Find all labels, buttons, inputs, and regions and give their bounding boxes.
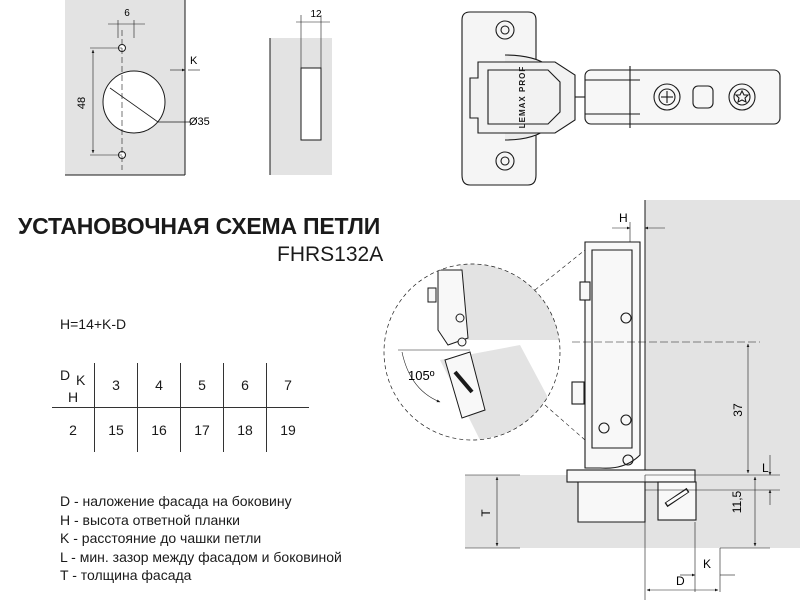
side-installation-view: [465, 200, 800, 600]
dim-drill-height: 48: [76, 97, 88, 109]
table-cell: 3: [94, 363, 138, 408]
cabinet-wall: [645, 200, 800, 475]
model-code: FHRS132A: [277, 243, 384, 266]
legend-item-l: L - мин. зазор между фасадом и боковиной: [60, 548, 342, 565]
dim-plate-depth: 12: [310, 9, 322, 20]
hinge-top-view: [461, 11, 781, 186]
table-cell: 5: [180, 363, 224, 408]
spec-table: D K H 3 4 5 6 7 2 15 16 17 18 19: [52, 363, 309, 452]
drilling-view: 6 48 Ø35 K: [65, 0, 210, 176]
plate-side-view: 12: [269, 9, 332, 175]
table-cell: 19: [280, 422, 296, 438]
formula: H=14+K-D: [60, 316, 127, 332]
table-cell: 15: [94, 407, 138, 452]
corner-k: K: [76, 372, 86, 388]
dim-k-bottom: K: [703, 557, 711, 571]
dim-h: H: [619, 211, 628, 225]
table-cell: 7: [266, 363, 309, 408]
legend-item-d: D - наложение фасада на боковину: [60, 493, 292, 509]
dim-height-37: 37: [731, 403, 745, 417]
corner-h: H: [68, 389, 79, 405]
table-cell: 16: [137, 407, 181, 452]
dim-angle: 105º: [408, 368, 435, 383]
cup-hole: [102, 70, 166, 134]
table-cell: 2: [52, 407, 95, 452]
dim-top-spacing: 6: [124, 8, 130, 19]
table-cell: 17: [180, 407, 224, 452]
corner-d: D: [60, 367, 71, 383]
table-row: 2 15 16 17 18 19: [52, 407, 309, 452]
dim-k-top: K: [190, 55, 198, 67]
legend-item-h: H - высота ответной планки: [60, 511, 240, 528]
dim-l: L: [762, 461, 769, 475]
legend: D - наложение фасада на боковину H - выс…: [60, 492, 342, 585]
table-row: D K H 3 4 5 6 7: [52, 363, 309, 408]
brand-logo: LEMAX PROF: [518, 66, 527, 128]
legend-item-t: T - толщина фасада: [60, 567, 192, 583]
table-corner: D K H: [52, 363, 95, 408]
table-cell: 4: [137, 363, 181, 408]
plate-slot: [300, 67, 322, 141]
dim-cup-diameter: Ø35: [189, 116, 210, 128]
table-cell: 6: [223, 363, 267, 408]
dim-t: T: [479, 509, 493, 517]
detail-callout: [383, 249, 586, 441]
legend-item-k: K - расстояние до чашки петли: [60, 530, 262, 546]
dim-d: D: [676, 574, 685, 588]
table-cell: 18: [223, 407, 267, 452]
dim-height-11-5: 11,5: [730, 490, 744, 513]
page-title: УСТАНОВОЧНАЯ СХЕМА ПЕТЛИ: [18, 213, 381, 239]
